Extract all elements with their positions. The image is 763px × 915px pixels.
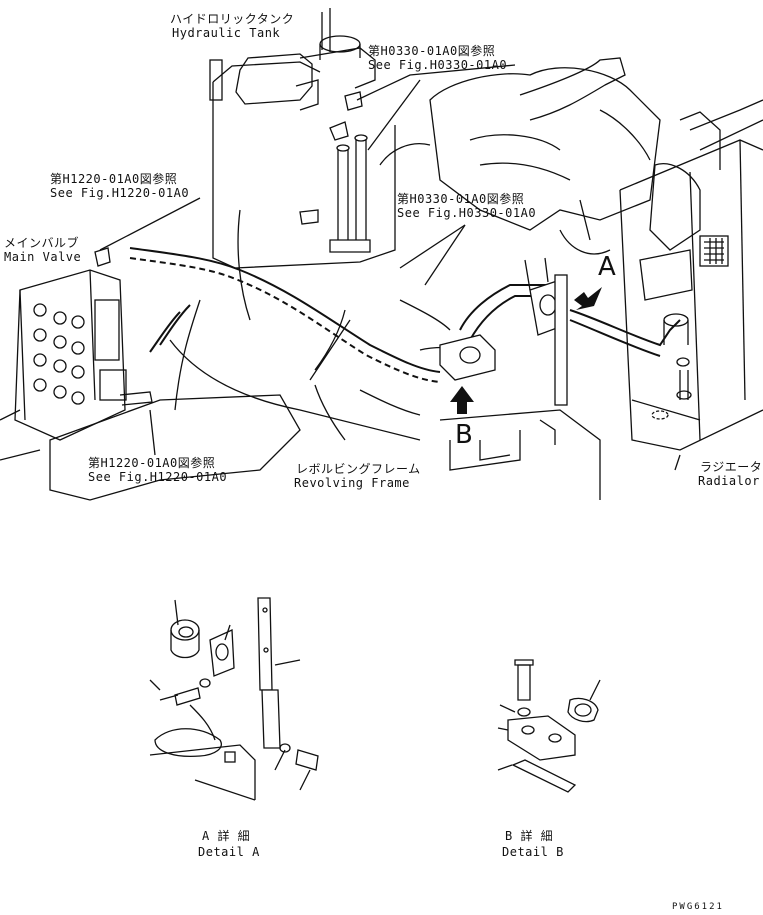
- leader-lines: [99, 64, 681, 471]
- hoses-drawing: [129, 247, 681, 383]
- ref-h1220-top-en: See Fig.H1220-01A0: [50, 186, 190, 200]
- view-b-marker: B: [455, 420, 473, 450]
- view-a-marker: A: [598, 252, 616, 282]
- hydraulic-tank-label-en: Hydraulic Tank: [172, 26, 281, 40]
- ref-h0330-top-en: See Fig.H0330-01A0: [368, 58, 508, 72]
- detail-a-label-en: Detail A: [198, 845, 260, 859]
- ref-h0330-mid-jp: 第H0330-01A0図参照: [397, 192, 525, 206]
- revolving-frame-drawing: [49, 209, 601, 501]
- main-valve-label-jp: メインバルブ: [4, 236, 80, 250]
- detail-b-label-en: Detail B: [502, 845, 564, 859]
- ref-h1220-bot-jp: 第H1220-01A0図参照: [88, 456, 216, 470]
- view-arrows: [450, 287, 602, 414]
- radiator-drawing: [619, 99, 763, 451]
- hydraulic-tank-label-jp: ハイドロリックタンク: [170, 12, 295, 26]
- revolving-frame-label-jp: レボルビングフレーム: [296, 462, 421, 476]
- clamp-assembly-drawing: [439, 257, 568, 406]
- ref-h1220-bot-en: See Fig.H1220-01A0: [88, 470, 228, 484]
- detail-a-drawing: [149, 597, 319, 801]
- engine-drawing: [379, 57, 661, 255]
- drawing-code: PWG6121: [672, 902, 724, 912]
- view-a-arrow: [574, 287, 602, 310]
- revolving-frame-label-en: Revolving Frame: [294, 476, 410, 490]
- radiator-label-jp: ラジエータ: [700, 460, 763, 474]
- main-valve-label-en: Main Valve: [4, 250, 82, 264]
- main-valve-drawing: [0, 247, 153, 461]
- view-b-arrow: [450, 386, 474, 414]
- detail-a-label-jp: A 詳 細: [202, 829, 251, 843]
- radiator-label-en: Radialor: [698, 474, 760, 488]
- hydraulic-tank-drawing: [209, 8, 396, 269]
- detail-b-label-jp: B 詳 細: [505, 829, 554, 843]
- ref-h0330-mid-en: See Fig.H0330-01A0: [397, 206, 537, 220]
- ref-h1220-top-jp: 第H1220-01A0図参照: [50, 172, 178, 186]
- ref-h0330-top-jp: 第H0330-01A0図参照: [368, 44, 496, 58]
- detail-b-drawing: [497, 659, 601, 793]
